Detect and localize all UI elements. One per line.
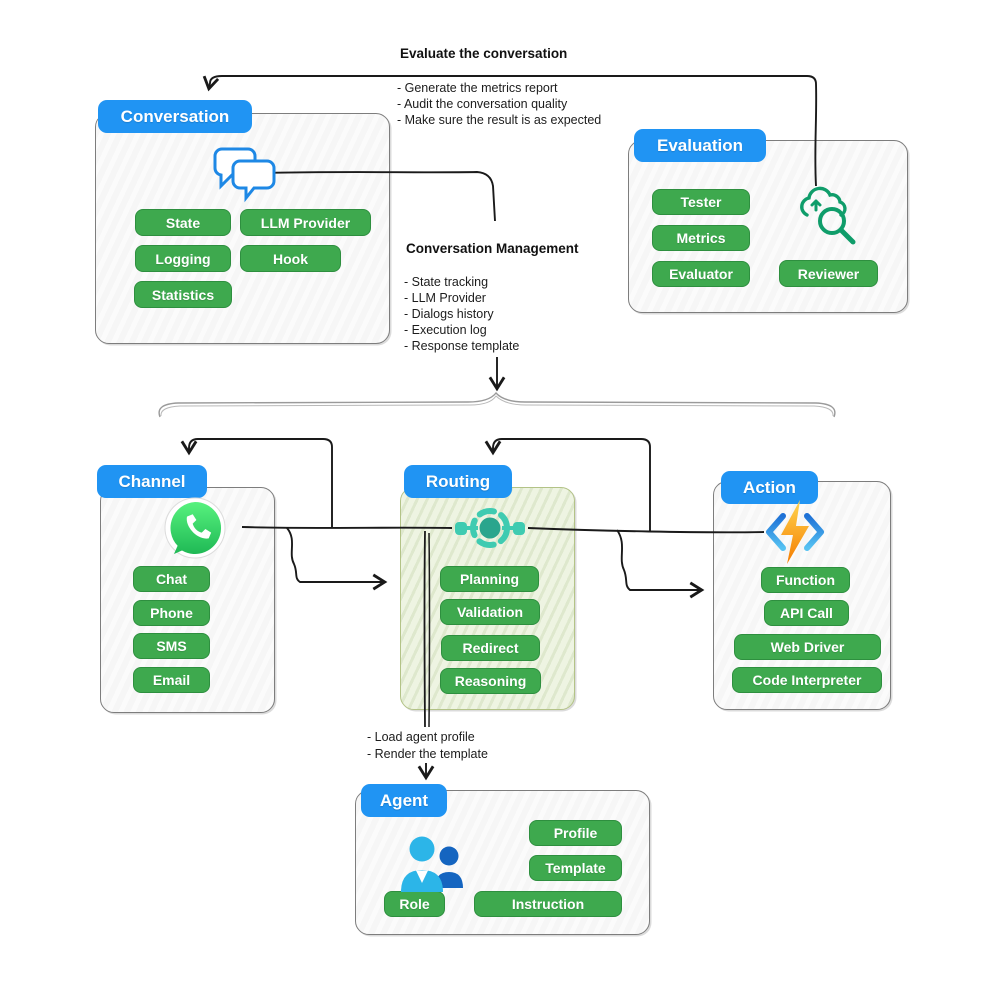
evaluate-note-item: - Make sure the result is as expected	[397, 113, 602, 127]
people-icon	[393, 834, 473, 901]
conversation-header: Conversation	[98, 100, 252, 133]
chat-bubbles-icon	[210, 146, 280, 209]
whatsapp-icon	[164, 497, 226, 564]
agent-note-item: - Render the template	[367, 747, 488, 761]
pill-chat: Chat	[133, 566, 210, 592]
agent-note-item: - Load agent profile	[367, 730, 475, 744]
evaluate-note-item: - Generate the metrics report	[397, 81, 558, 95]
management-note-item: - Execution log	[404, 323, 487, 337]
pill-reviewer: Reviewer	[779, 260, 878, 287]
pill-validation: Validation	[440, 599, 540, 625]
pill-instruction: Instruction	[474, 891, 622, 917]
routing-header: Routing	[404, 465, 512, 498]
evaluate-note-title: Evaluate the conversation	[400, 46, 568, 61]
pill-metrics: Metrics	[652, 225, 750, 251]
pill-reasoning: Reasoning	[440, 668, 541, 694]
pill-llm-provider: LLM Provider	[240, 209, 371, 236]
pill-planning: Planning	[440, 566, 539, 592]
cloud-search-icon	[791, 181, 863, 256]
channel-header: Channel	[97, 465, 207, 498]
management-note-item: - State tracking	[404, 275, 489, 289]
pill-evaluator: Evaluator	[652, 261, 750, 287]
pill-state: State	[135, 209, 231, 236]
management-note-item: - LLM Provider	[404, 291, 486, 305]
pill-code-interpreter: Code Interpreter	[732, 667, 882, 693]
pill-redirect: Redirect	[441, 635, 540, 661]
pill-email: Email	[133, 667, 210, 693]
action-header: Action	[721, 471, 818, 504]
evaluation-header: Evaluation	[634, 129, 766, 162]
management-note-item: - Response template	[404, 339, 520, 353]
pill-sms: SMS	[133, 633, 210, 659]
code-lightning-icon	[762, 500, 828, 569]
management-note-title: Conversation Management	[406, 241, 579, 256]
hub-icon	[452, 496, 528, 565]
pill-api-call: API Call	[764, 600, 849, 626]
pill-statistics: Statistics	[134, 281, 232, 308]
pill-tester: Tester	[652, 189, 750, 215]
pill-function: Function	[761, 567, 850, 593]
pill-web-driver: Web Driver	[734, 634, 881, 660]
pill-profile: Profile	[529, 820, 622, 846]
management-note-item: - Dialogs history	[404, 307, 494, 321]
pill-template: Template	[529, 855, 622, 881]
evaluate-note-item: - Audit the conversation quality	[397, 97, 568, 111]
pill-logging: Logging	[135, 245, 231, 272]
pill-hook: Hook	[240, 245, 341, 272]
agent-header: Agent	[361, 784, 447, 817]
pill-phone: Phone	[133, 600, 210, 626]
